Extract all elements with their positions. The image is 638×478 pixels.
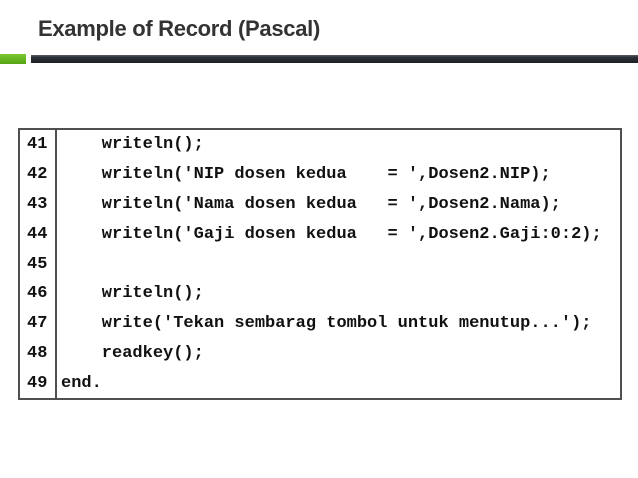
- code-line: 43 writeln('Nama dosen kedua = ',Dosen2.…: [20, 189, 620, 220]
- line-number: 42: [20, 159, 57, 190]
- line-code: writeln('Nama dosen kedua = ',Dosen2.Nam…: [61, 194, 561, 214]
- line-code: writeln();: [61, 135, 204, 155]
- code-line: 46 writeln();: [20, 278, 620, 309]
- line-code: write('Tekan sembarag tombol untuk menut…: [61, 314, 592, 334]
- code-line: 42 writeln('NIP dosen kedua = ',Dosen2.N…: [20, 159, 620, 190]
- title-divider-bar: [31, 55, 638, 63]
- accent-green-block: [0, 54, 26, 64]
- line-number: 44: [20, 219, 57, 250]
- line-number: 49: [20, 368, 57, 399]
- code-line: 45: [20, 249, 620, 279]
- code-line: 49 end.: [20, 368, 620, 399]
- code-line: 41 writeln();: [20, 130, 620, 160]
- line-number: 41: [20, 130, 57, 160]
- line-number: 45: [20, 249, 57, 279]
- line-code: writeln('NIP dosen kedua = ',Dosen2.NIP)…: [61, 165, 551, 185]
- line-code: end.: [61, 373, 102, 393]
- line-code: writeln('Gaji dosen kedua = ',Dosen2.Gaj…: [61, 224, 602, 244]
- line-number: 48: [20, 338, 57, 369]
- page-title: Example of Record (Pascal): [38, 16, 320, 41]
- code-line: 44 writeln('Gaji dosen kedua = ',Dosen2.…: [20, 219, 620, 250]
- line-code: readkey();: [61, 343, 204, 363]
- line-code: writeln();: [61, 284, 204, 304]
- code-line: 47 write('Tekan sembarag tombol untuk me…: [20, 308, 620, 339]
- line-number: 47: [20, 308, 57, 339]
- line-number: 43: [20, 189, 57, 220]
- code-line: 48 readkey();: [20, 338, 620, 369]
- line-number: 46: [20, 278, 57, 309]
- code-block: 41 writeln(); 42 writeln('NIP dosen kedu…: [18, 128, 622, 400]
